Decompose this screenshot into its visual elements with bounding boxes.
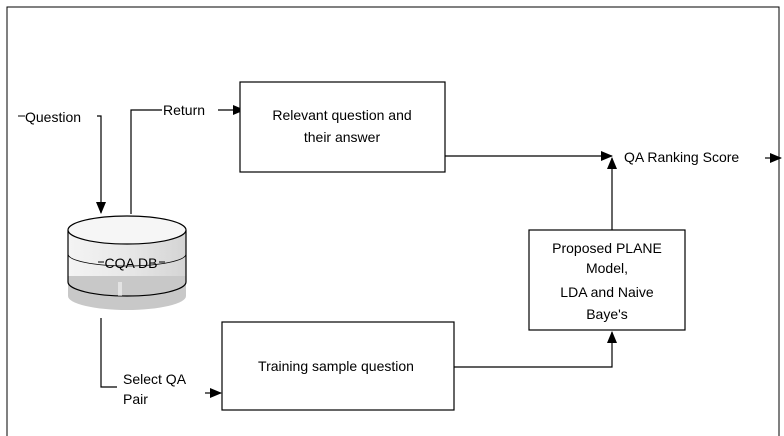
cqa-db-label: CQA DB <box>105 255 158 271</box>
training-box-line1: Training sample question <box>258 358 414 374</box>
proposed-box-line1: Proposed PLANE <box>552 240 662 256</box>
db-to-training-line <box>100 318 117 388</box>
db-return-line <box>130 109 162 214</box>
proposed-box-line4: Baye's <box>586 306 628 322</box>
select-qa-label-line2: Pair <box>123 391 148 407</box>
proposed-box-line3: LDA and Naive <box>560 284 654 300</box>
return-label: Return <box>163 102 205 118</box>
outer-frame <box>6 6 780 436</box>
relevant-question-box <box>239 81 446 173</box>
cqa-db-cylinder <box>67 215 187 310</box>
question-to-db-arrow <box>96 115 106 214</box>
select-qa-label-line1: Select QA <box>123 371 187 387</box>
proposed-plane-box <box>528 229 686 331</box>
proposed-box-line2: Model, <box>586 260 628 276</box>
relevant-box-line1: Relevant question and <box>272 107 411 123</box>
qa-ranking-score-label: QA Ranking Score <box>624 149 739 165</box>
relevant-box-line2: their answer <box>304 129 381 145</box>
training-sample-box <box>221 321 455 411</box>
question-label: Question <box>25 109 81 125</box>
training-to-proposed-arrow <box>454 331 617 368</box>
